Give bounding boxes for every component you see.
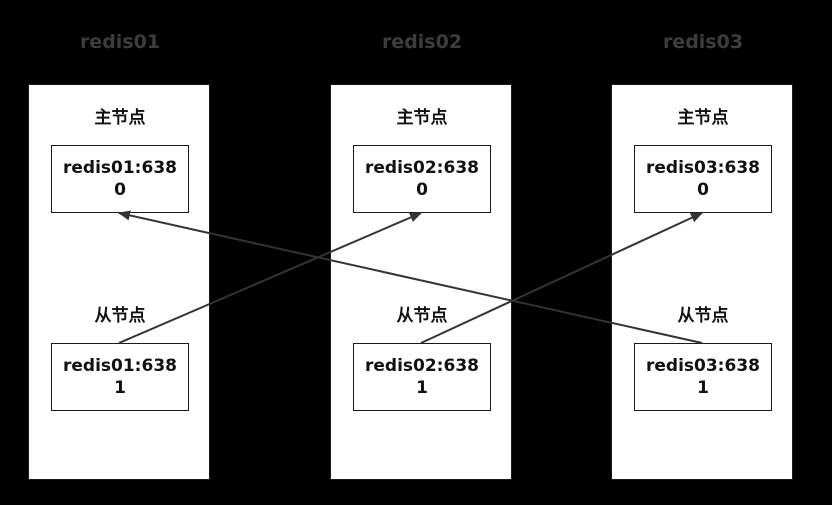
master-node-redis01: redis01:6380 (51, 145, 189, 213)
master-label-redis02: 主节点 (396, 108, 448, 128)
master-label-redis03: 主节点 (677, 108, 729, 128)
server-title-redis02: redis02 (381, 31, 463, 53)
master-node-text-redis01: redis01:6380 (63, 158, 177, 200)
slave-label-redis02: 从节点 (396, 306, 448, 326)
slave-node-text-redis01: redis01:6381 (63, 356, 177, 398)
server-title-redis03: redis03 (662, 31, 744, 53)
slave-node-redis02: redis02:6381 (353, 343, 491, 411)
server-panel-redis03 (611, 84, 793, 480)
master-label-redis01: 主节点 (94, 108, 146, 128)
slave-node-redis03: redis03:6381 (634, 343, 772, 411)
master-node-redis02: redis02:6380 (353, 145, 491, 213)
master-node-redis03: redis03:6380 (634, 145, 772, 213)
slave-node-redis01: redis01:6381 (51, 343, 189, 411)
slave-label-redis01: 从节点 (94, 306, 146, 326)
server-title-redis01: redis01 (79, 31, 161, 53)
server-panel-redis01 (28, 84, 210, 480)
slave-node-text-redis02: redis02:6381 (365, 356, 479, 398)
server-panel-redis02 (330, 84, 512, 480)
master-node-text-redis03: redis03:6380 (646, 158, 760, 200)
master-node-text-redis02: redis02:6380 (365, 158, 479, 200)
slave-node-text-redis03: redis03:6381 (646, 356, 760, 398)
slave-label-redis03: 从节点 (677, 306, 729, 326)
